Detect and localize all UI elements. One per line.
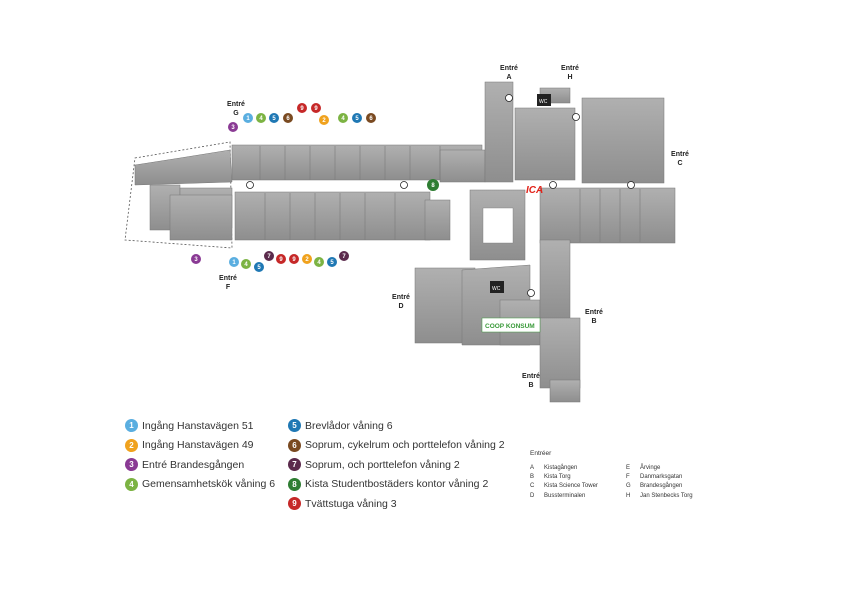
map-marker-4: 4: [256, 113, 266, 123]
map-marker-4: 4: [241, 259, 251, 269]
map-marker-3: 3: [191, 254, 201, 264]
svg-text:8: 8: [431, 183, 435, 189]
wc-icon: [490, 281, 504, 293]
entrance-d-label: Entré: [392, 294, 410, 301]
map-marker-9: 9: [311, 103, 321, 113]
map-marker-3: 3: [228, 122, 238, 132]
entrance-b-label: Entré: [585, 309, 603, 316]
map-marker-7: 7: [264, 251, 274, 261]
map-marker-2: 2: [302, 254, 312, 264]
entries-title: Entréer: [530, 450, 552, 457]
map-marker-6: 6: [366, 113, 376, 123]
entrance-f-label: Entré: [219, 275, 237, 282]
map-marker-1: 1: [243, 113, 253, 123]
building-lower-west: [169, 191, 451, 241]
entrance-b2-letter: B: [528, 382, 533, 389]
map-marker-4: 4: [338, 113, 348, 123]
svg-text:4: 4: [259, 116, 263, 122]
entrance-f-letter: F: [226, 284, 231, 291]
svg-text:9: 9: [314, 106, 318, 112]
map-marker-5: 5: [254, 262, 264, 272]
svg-text:7: 7: [342, 254, 346, 260]
map-marker-8: 8: [427, 179, 439, 191]
entrance-c-label: Entré: [671, 151, 689, 158]
svg-text:WC: WC: [492, 286, 501, 292]
map-marker-1: 1: [229, 257, 239, 267]
entrance-a-label: Entré: [500, 65, 518, 72]
svg-text:5: 5: [330, 260, 334, 266]
entrance-h-letter: H: [567, 74, 572, 81]
svg-text:3: 3: [231, 125, 235, 131]
svg-text:9: 9: [292, 257, 296, 263]
svg-text:6: 6: [286, 116, 290, 122]
svg-text:7: 7: [267, 254, 271, 260]
map-marker-6: 6: [283, 113, 293, 123]
map-marker-4: 4: [314, 257, 324, 267]
entrance-g-letter: G: [233, 110, 239, 117]
entrance-h-label: Entré: [561, 65, 579, 72]
ica-logo: ICA: [526, 185, 543, 196]
map-marker-2: 2: [319, 115, 329, 125]
svg-text:2: 2: [322, 118, 326, 124]
svg-text:6: 6: [369, 116, 373, 122]
map-marker-9: 9: [276, 254, 286, 264]
svg-text:4: 4: [341, 116, 345, 122]
svg-text:1: 1: [246, 116, 250, 122]
entrance-b-letter: B: [591, 318, 596, 325]
svg-text:1: 1: [232, 260, 236, 266]
wc-icon: [537, 94, 551, 106]
map-marker-5: 5: [352, 113, 362, 123]
svg-text:9: 9: [279, 257, 283, 263]
map-marker-9: 9: [289, 254, 299, 264]
entrance-g-label: Entré: [227, 101, 245, 108]
svg-text:2: 2: [305, 257, 309, 263]
coop-logo: COOP KONSUM: [485, 323, 535, 330]
svg-text:5: 5: [355, 116, 359, 122]
svg-text:3: 3: [194, 257, 198, 263]
building-east: [539, 87, 676, 403]
svg-text:4: 4: [317, 260, 321, 266]
entrance-d-letter: D: [398, 303, 403, 310]
map-marker-9: 9: [297, 103, 307, 113]
svg-text:9: 9: [300, 106, 304, 112]
svg-text:4: 4: [244, 262, 248, 268]
svg-text:5: 5: [272, 116, 276, 122]
area-outline: [124, 141, 233, 249]
map-marker-7: 7: [339, 251, 349, 261]
map-marker-5: 5: [269, 113, 279, 123]
svg-text:WC: WC: [539, 99, 548, 105]
svg-text:5: 5: [257, 265, 261, 271]
map-marker-5: 5: [327, 257, 337, 267]
entrance-c-letter: C: [677, 160, 682, 167]
entrance-a-letter: A: [506, 74, 511, 81]
entrance-b2-label: Entré: [522, 373, 540, 380]
info-icon: [246, 94, 635, 297]
